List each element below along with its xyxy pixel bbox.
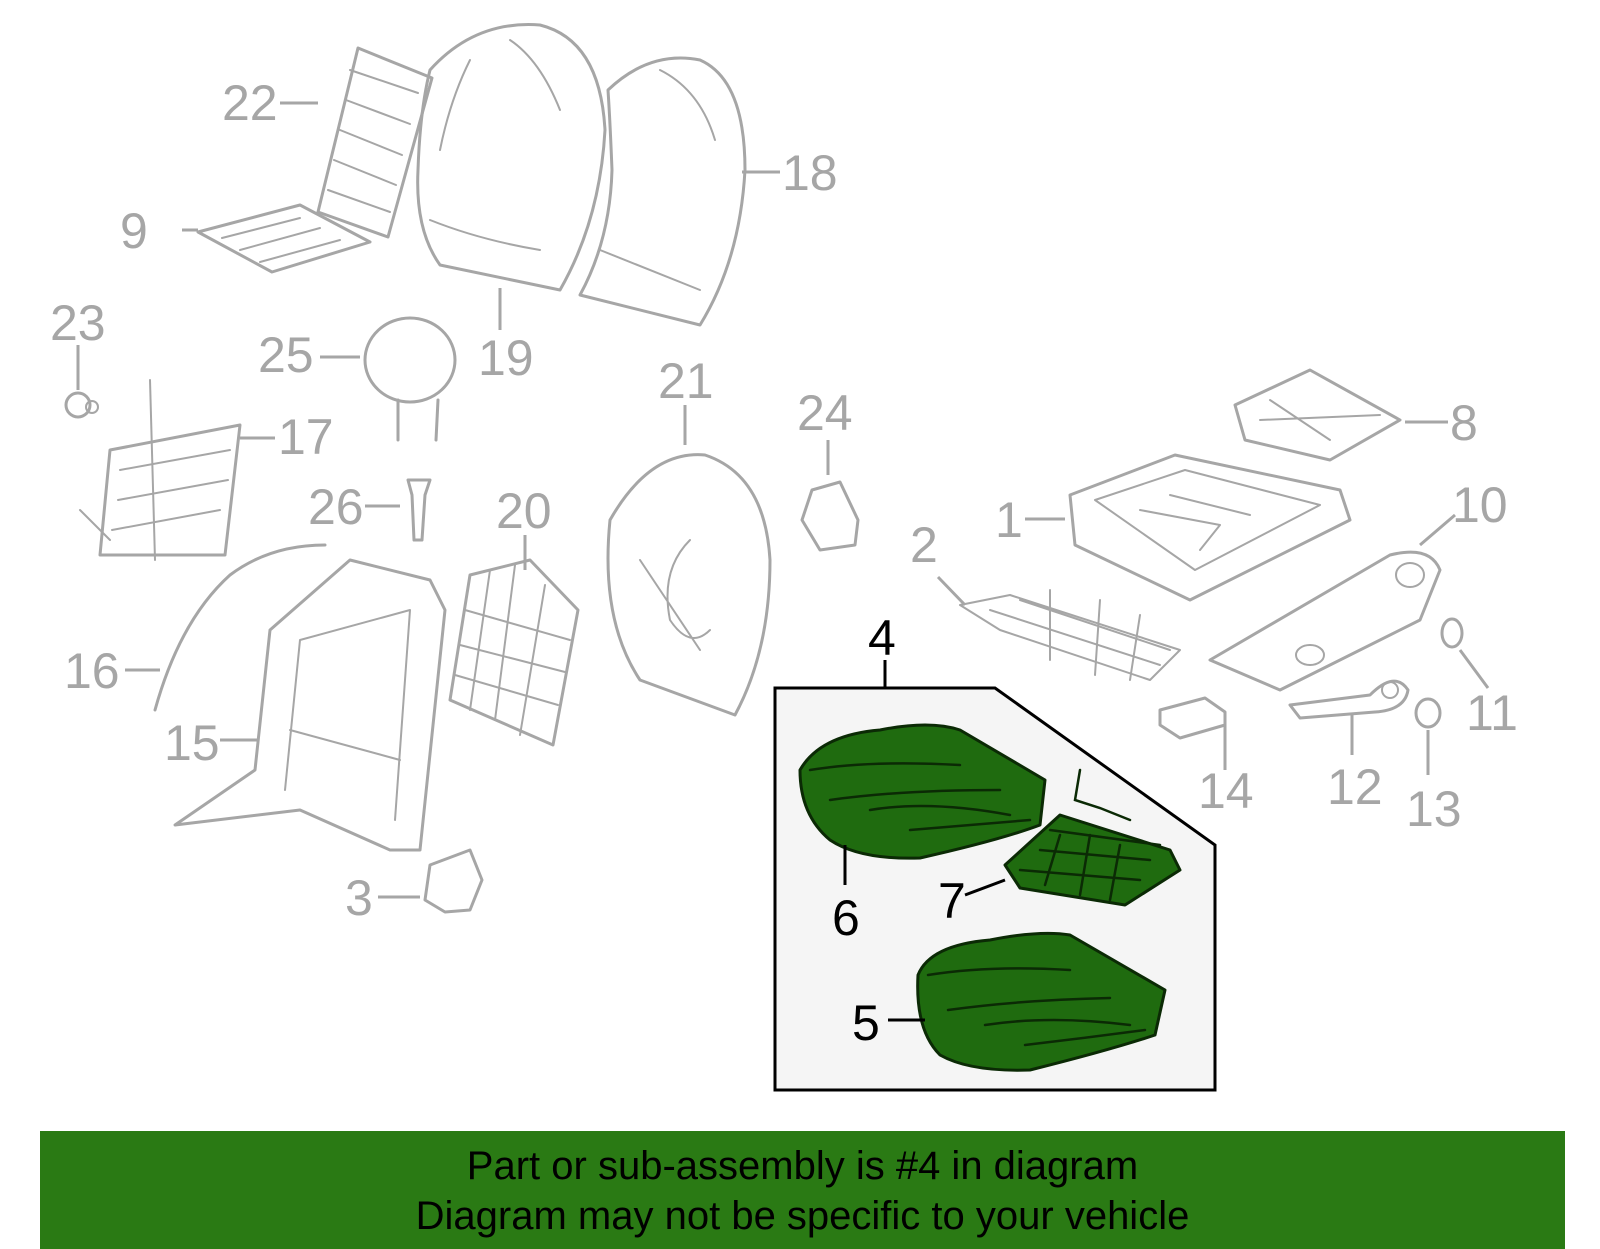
part-1-seat-frame: [1068, 453, 1352, 602]
part-19-back-cover: [416, 23, 607, 292]
callout-25: 25: [258, 327, 314, 383]
callout-22: 22: [222, 75, 278, 131]
part-10-side-trim: [1208, 550, 1442, 692]
part-2-seat-springs: [959, 589, 1181, 681]
part-14-module: [1158, 696, 1227, 740]
part-15-back-frame: [173, 558, 447, 852]
part-7-heater-element[interactable]: [1003, 768, 1182, 907]
callout-23: 23: [50, 295, 106, 351]
callout-12: 12: [1327, 759, 1383, 815]
part-12-lever: [1288, 679, 1410, 720]
callout-16: 16: [64, 643, 120, 699]
part-26-guide: [406, 478, 432, 542]
part-20-mesh-panel: [448, 558, 580, 747]
callout-21: 21: [658, 353, 714, 409]
callout-14: 14: [1198, 763, 1254, 819]
callout-9: 9: [120, 203, 148, 259]
black-callout-labels: 4 6 7 5: [832, 610, 966, 1051]
part-23-clip: [64, 391, 99, 419]
grey-callout-labels: 22 9 18 19 23 25 17 26 20 21 24 8 1 2 10…: [50, 75, 1518, 926]
callout-19: 19: [478, 330, 534, 386]
caption-line-1: Part or sub-assembly is #4 in diagram: [466, 1144, 1139, 1188]
callout-7: 7: [938, 873, 966, 929]
part-21-back-shell: [606, 453, 772, 717]
part-8-heater-pad: [1233, 368, 1402, 462]
callout-3: 3: [345, 870, 373, 926]
part-3-bracket: [423, 848, 484, 914]
part-24-cover: [800, 480, 860, 552]
callout-1: 1: [995, 492, 1023, 548]
part-6-seat-cushion[interactable]: [798, 723, 1047, 860]
callout-2: 2: [910, 517, 938, 573]
callout-24: 24: [797, 385, 853, 441]
part-25-headrest: [363, 316, 457, 442]
callout-4: 4: [868, 610, 896, 666]
caption-banner: Part or sub-assembly is #4 in diagram Di…: [40, 1131, 1565, 1249]
callout-15: 15: [164, 715, 220, 771]
part-13-cap: [1414, 697, 1442, 729]
callout-17: 17: [278, 409, 334, 465]
caption-line-2: Diagram may not be specific to your vehi…: [415, 1194, 1190, 1238]
callout-5: 5: [852, 995, 880, 1051]
callout-11: 11: [1466, 685, 1518, 741]
callout-10: 10: [1452, 477, 1508, 533]
part-18-back-cover: [578, 56, 747, 327]
callout-6: 6: [832, 890, 860, 946]
callout-8: 8: [1450, 395, 1478, 451]
part-16-wire: [153, 543, 327, 712]
callout-13: 13: [1406, 781, 1462, 837]
callout-18: 18: [782, 145, 838, 201]
grey-leader-arrows: [76, 101, 1490, 899]
callout-20: 20: [496, 483, 552, 539]
part-22-back-pad: [316, 46, 434, 239]
callout-26: 26: [308, 479, 364, 535]
part-9-seat-pad: [196, 203, 372, 274]
part-11-cap: [1440, 617, 1464, 649]
part-5-seat-cushion[interactable]: [916, 931, 1167, 1072]
black-leader-arrows: [843, 845, 1006, 1022]
part-17-frame-insert: [79, 379, 242, 561]
